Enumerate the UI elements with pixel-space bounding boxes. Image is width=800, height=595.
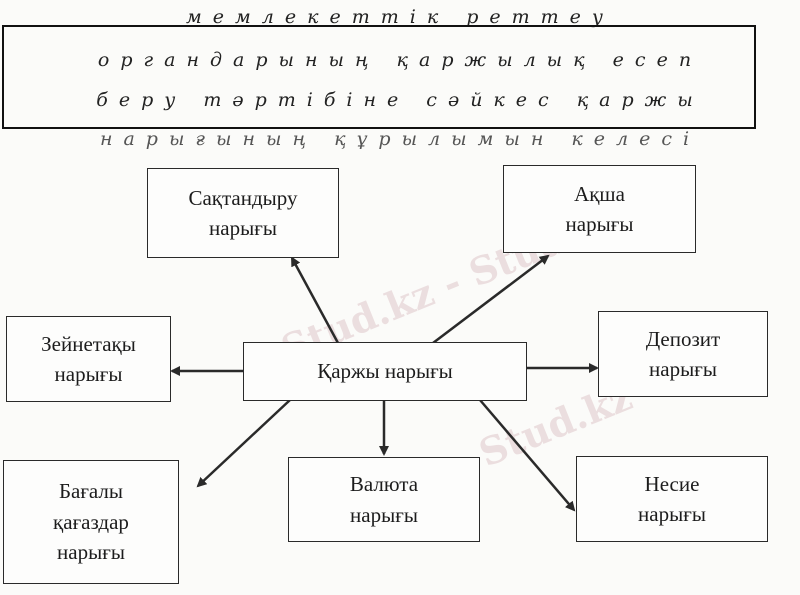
node-label-line: нарығы bbox=[209, 216, 277, 240]
node-pension-market: Зейнетақы нарығы bbox=[6, 316, 171, 402]
node-label-line: Сақтандыру bbox=[188, 185, 298, 210]
header-line-1: мемлекеттік реттеу bbox=[186, 6, 614, 28]
node-label-line: Зейнетақы bbox=[41, 331, 136, 356]
center-node-financial-market: Қаржы нарығы bbox=[243, 342, 527, 401]
header-line-2: органдарының қаржылық есеп bbox=[97, 49, 703, 71]
node-label-line: нарығы bbox=[57, 540, 125, 565]
node-label-line: Бағалы bbox=[58, 479, 124, 504]
header-line-3: беру тәртібіне сәйкес қаржы bbox=[96, 89, 704, 111]
node-label-line: Валюта bbox=[349, 472, 419, 497]
node-label-line: нарығы bbox=[350, 502, 418, 527]
node-label-line: нарығы bbox=[565, 212, 634, 236]
node-label-line: Ақша bbox=[574, 181, 625, 206]
arrow-to-securities bbox=[196, 399, 291, 488]
node-label-line: нарығы bbox=[54, 362, 123, 386]
header-line-4: нарығының құрылымын келесі bbox=[99, 128, 701, 150]
node-label-line: қағаздар bbox=[53, 509, 129, 534]
arrow-to-money bbox=[432, 254, 550, 344]
node-label-line: Несие bbox=[644, 471, 700, 496]
node-label-line: нарығы bbox=[638, 502, 706, 526]
header-frame bbox=[2, 25, 756, 129]
node-currency-market: Валюта нарығы bbox=[288, 457, 480, 542]
node-securities-market: Бағалы қағаздар нарығы bbox=[3, 460, 179, 584]
node-label-line: Депозит bbox=[645, 326, 721, 351]
center-node-label: Қаржы нарығы bbox=[317, 359, 453, 384]
node-money-market: Ақша нарығы bbox=[503, 165, 696, 253]
node-credit-market: Несие нарығы bbox=[576, 456, 768, 542]
node-label-line: нарығы bbox=[649, 357, 717, 381]
arrow-to-insurance bbox=[290, 256, 340, 344]
node-deposit-market: Депозит нарығы bbox=[598, 311, 768, 397]
arrow-to-credit bbox=[479, 399, 576, 512]
node-insurance-market: Сақтандыру нарығы bbox=[147, 168, 339, 258]
